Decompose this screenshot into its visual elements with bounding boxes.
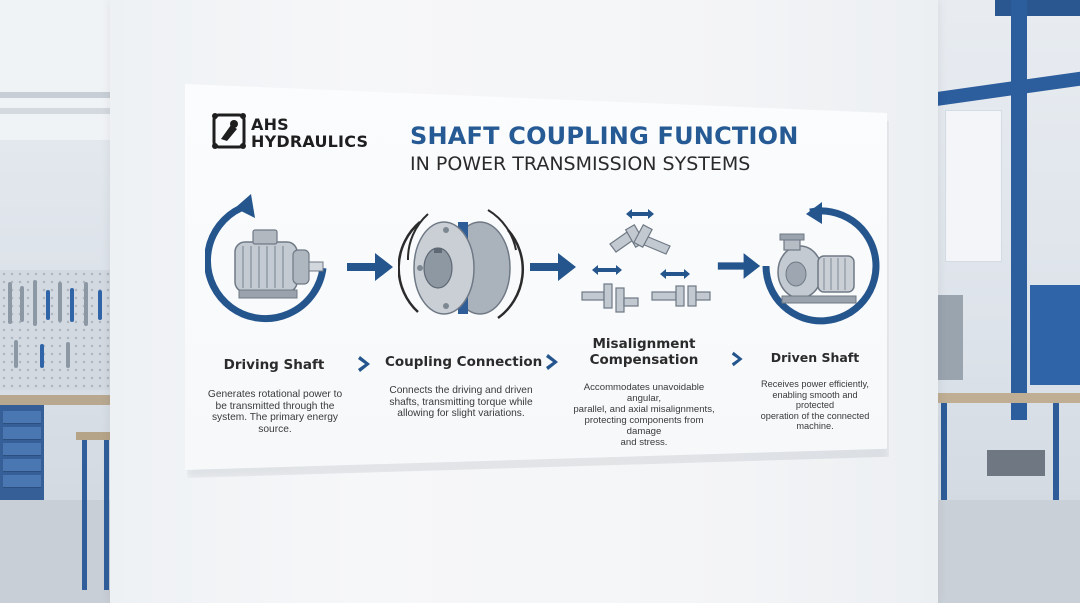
misalignment-illustration bbox=[581, 209, 711, 313]
brand-name-line1: AHS bbox=[251, 115, 289, 134]
driven-pump-illustration bbox=[762, 202, 880, 325]
step-title-misalignment-line1: Misalignment bbox=[592, 336, 696, 352]
arrow-right-icon bbox=[530, 253, 576, 281]
step-title-coupling-connection: Coupling Connection bbox=[385, 354, 543, 370]
coupling-illustration bbox=[398, 209, 525, 320]
background-workshop-left bbox=[0, 0, 120, 603]
background-workshop-right bbox=[935, 0, 1080, 603]
step-desc-coupling-connection: Connects the driving and driven shafts, … bbox=[389, 385, 533, 419]
blue-machine bbox=[1030, 285, 1080, 385]
step-desc-driven-shaft: Receives power efficiently, enabling smo… bbox=[760, 379, 870, 432]
step-title-driving-shaft: Driving Shaft bbox=[223, 357, 325, 373]
driving-motor-illustration bbox=[205, 194, 327, 323]
step-title-driven-shaft: Driven Shaft bbox=[770, 350, 860, 365]
logo-icon bbox=[212, 113, 246, 149]
poster-subtitle: IN POWER TRANSMISSION SYSTEMS bbox=[410, 153, 751, 175]
arrow-right-icon bbox=[347, 253, 393, 281]
step-title-misalignment-line2: Compensation bbox=[589, 352, 699, 368]
pegboard bbox=[0, 270, 112, 390]
brand-name-line2: HYDRAULICS bbox=[251, 132, 369, 151]
tool-cabinet bbox=[0, 405, 44, 500]
arrow-right-icon bbox=[717, 253, 761, 279]
step-desc-driving-shaft: Generates rotational power to be transmi… bbox=[207, 389, 343, 435]
poster-title: SHAFT COUPLING FUNCTION bbox=[410, 122, 799, 150]
chevron-right-icon bbox=[546, 354, 558, 370]
step-desc-misalignment-compensation: Accommodates unavoidable angular, parall… bbox=[573, 382, 715, 448]
chevron-right-icon bbox=[731, 351, 743, 367]
chevron-right-icon bbox=[358, 356, 370, 372]
